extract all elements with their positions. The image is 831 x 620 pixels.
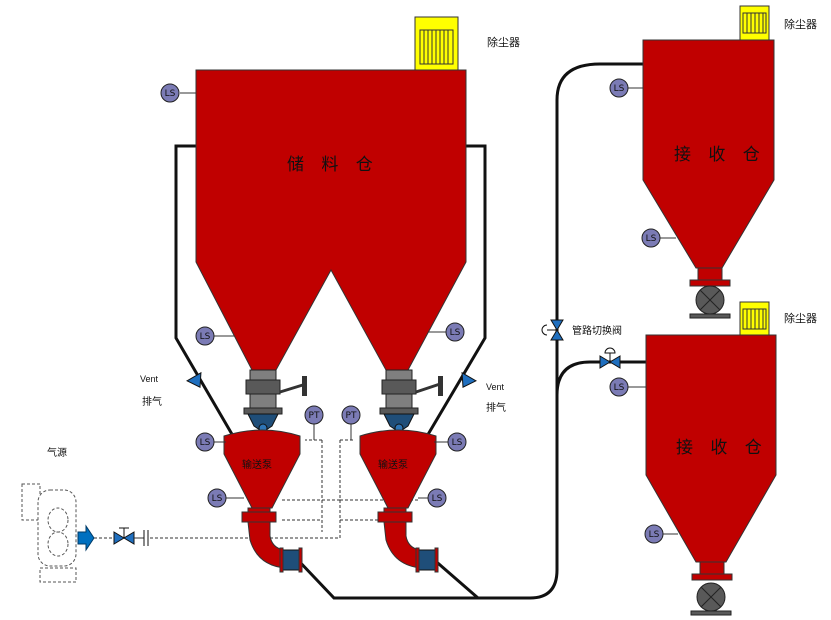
receiving-silo-2-body — [645, 334, 777, 563]
conveying-pump-left-label: 输送泵 — [242, 458, 272, 471]
discharge-valve-left — [243, 369, 307, 433]
dust-collector-top-label: 除尘器 — [487, 35, 520, 49]
pump-inlet-valve-left-icon — [247, 413, 279, 433]
svg-text:LS: LS — [200, 438, 211, 448]
ls-pump-left-lower: LS — [207, 488, 244, 508]
air-flow-arrow-icon — [77, 524, 95, 552]
pt-right-label: PT — [346, 411, 357, 421]
conveying-pump-right-label: 输送泵 — [378, 458, 408, 471]
discharge-line-right — [431, 556, 479, 600]
dust-collector-right-2: 除尘器 — [739, 301, 817, 336]
level-switches-storage: LS LS LS LS LS LS LS — [160, 83, 467, 508]
ls-receiving-1-bottom: LS — [641, 228, 676, 248]
receiving-silo-1-label: 接 收 仓 — [674, 145, 766, 165]
air-source-tank — [37, 489, 77, 567]
vent-label-en-right: Vent — [486, 382, 505, 392]
ls-storage-top: LS — [160, 83, 196, 103]
pt-left-label: PT — [309, 411, 320, 421]
vent-valve-right: Vent 排气 — [461, 371, 506, 414]
line-switch-valve-branch — [599, 347, 621, 369]
vent-label-cn-right: 排气 — [486, 401, 506, 414]
ls-storage-left: LS — [195, 326, 234, 346]
ls-pump-right-upper: LS — [434, 432, 467, 452]
svg-text:LS: LS — [649, 530, 660, 540]
receiving-silo-2: 接 收 仓 LS LS — [609, 334, 777, 616]
vent-line-left — [174, 144, 242, 449]
pressure-transmitter-left: PT — [304, 405, 324, 440]
svg-text:LS: LS — [646, 234, 657, 244]
air-source-panel — [21, 483, 41, 521]
pipelines — [174, 62, 646, 600]
air-source: 气源 — [21, 446, 149, 583]
pressure-transmitter-right: PT — [341, 405, 361, 440]
ls-storage-right: LS — [428, 322, 465, 342]
ls-receiving-2-bottom: LS — [644, 524, 678, 544]
pump-inlet-valve-right-icon — [383, 413, 415, 433]
vent-label-en-left: Vent — [140, 374, 159, 384]
storage-silo-label: 储 料 仓 — [287, 155, 379, 175]
dust-collector-right-1-label: 除尘器 — [784, 17, 817, 31]
main-conveying-line — [476, 62, 643, 600]
vent-label-cn-left: 排气 — [142, 395, 162, 408]
svg-text:LS: LS — [432, 494, 443, 504]
conveying-pump-right: 输送泵 — [359, 429, 439, 573]
conveying-pump-left: 输送泵 — [223, 429, 303, 573]
dust-collector-right-2-label: 除尘器 — [784, 311, 817, 325]
discharge-line-left — [294, 556, 476, 600]
air-source-label: 气源 — [47, 446, 67, 459]
ls-pump-right-lower: LS — [418, 488, 447, 508]
line-switch-valve-label: 管路切换阀 — [572, 324, 622, 337]
dust-collector-top: 除尘器 — [414, 16, 520, 71]
svg-text:LS: LS — [165, 89, 176, 99]
line-switch-valve-main: 管路切换阀 — [541, 319, 622, 341]
discharge-valve-right — [379, 369, 443, 433]
svg-text:LS: LS — [614, 383, 625, 393]
vent-line-right — [418, 144, 487, 449]
svg-text:LS: LS — [200, 332, 211, 342]
svg-text:LS: LS — [450, 328, 461, 338]
storage-silo-body — [195, 69, 467, 371]
branch-line-lower — [555, 360, 646, 420]
storage-silo: 储 料 仓 — [195, 69, 467, 371]
ls-receiving-2-top: LS — [609, 377, 646, 397]
dust-collector-right-1: 除尘器 — [739, 5, 817, 41]
ls-pump-left-upper: LS — [195, 432, 226, 452]
svg-text:LS: LS — [212, 494, 223, 504]
svg-text:LS: LS — [614, 84, 625, 94]
ls-receiving-1-top: LS — [609, 78, 643, 98]
receiving-silo-2-label: 接 收 仓 — [676, 438, 768, 458]
vent-valve-left: Vent 排气 — [140, 371, 202, 408]
receiving-silo-1: 接 收 仓 LS LS — [609, 39, 775, 319]
svg-text:LS: LS — [452, 438, 463, 448]
